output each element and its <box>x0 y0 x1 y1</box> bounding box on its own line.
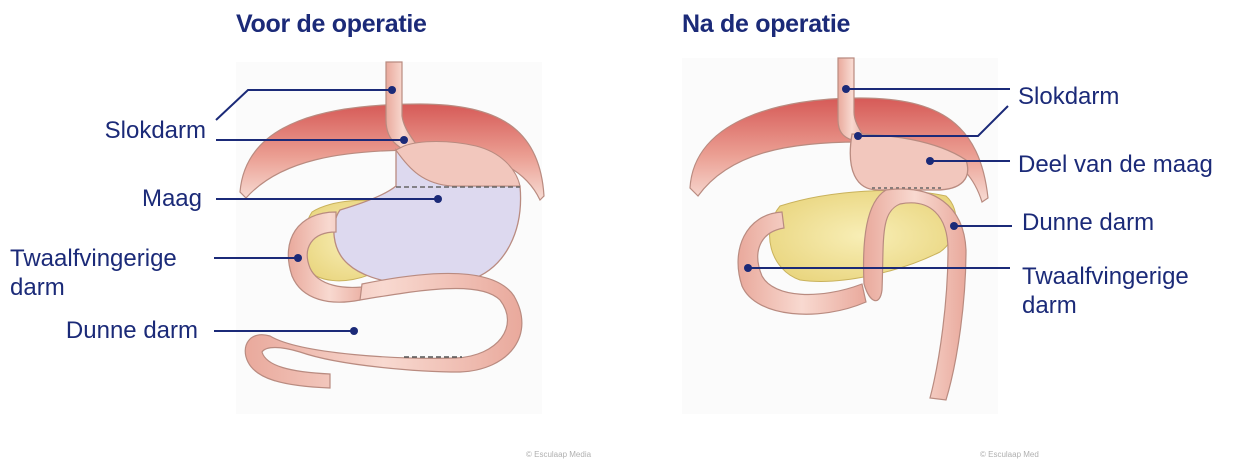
before-label-dunne-darm: Dunne darm <box>66 316 198 345</box>
after-twaalfvingerige-dot <box>744 264 752 272</box>
before-label-twaalfvingerige: Twaalfvingerige darm <box>10 244 210 303</box>
after-dunne-darm-dot <box>950 222 958 230</box>
after-copyright: © Esculaap Med <box>980 450 1039 459</box>
after-deel-maag-dot <box>926 157 934 165</box>
after-label-slokdarm: Slokdarm <box>1018 82 1119 111</box>
after-label-twaalfvingerige: Twaalfvingerige darm <box>1022 262 1222 321</box>
before-label-maag: Maag <box>142 184 202 213</box>
after-label-dunne-darm: Dunne darm <box>1022 208 1154 237</box>
after-label-deel-maag: Deel van de maag <box>1018 150 1213 179</box>
before-maag-dot <box>434 195 442 203</box>
before-label-slokdarm: Slokdarm <box>105 116 206 145</box>
before-twaalfvingerige-dot <box>294 254 302 262</box>
before-copyright: © Esculaap Media <box>526 450 591 459</box>
after-slokdarm-dot-top <box>842 85 850 93</box>
before-slokdarm-dot-top <box>388 86 396 94</box>
before-slokdarm-dot <box>400 136 408 144</box>
before-dunne-darm-dot <box>350 327 358 335</box>
after-slokdarm-dot <box>854 132 862 140</box>
